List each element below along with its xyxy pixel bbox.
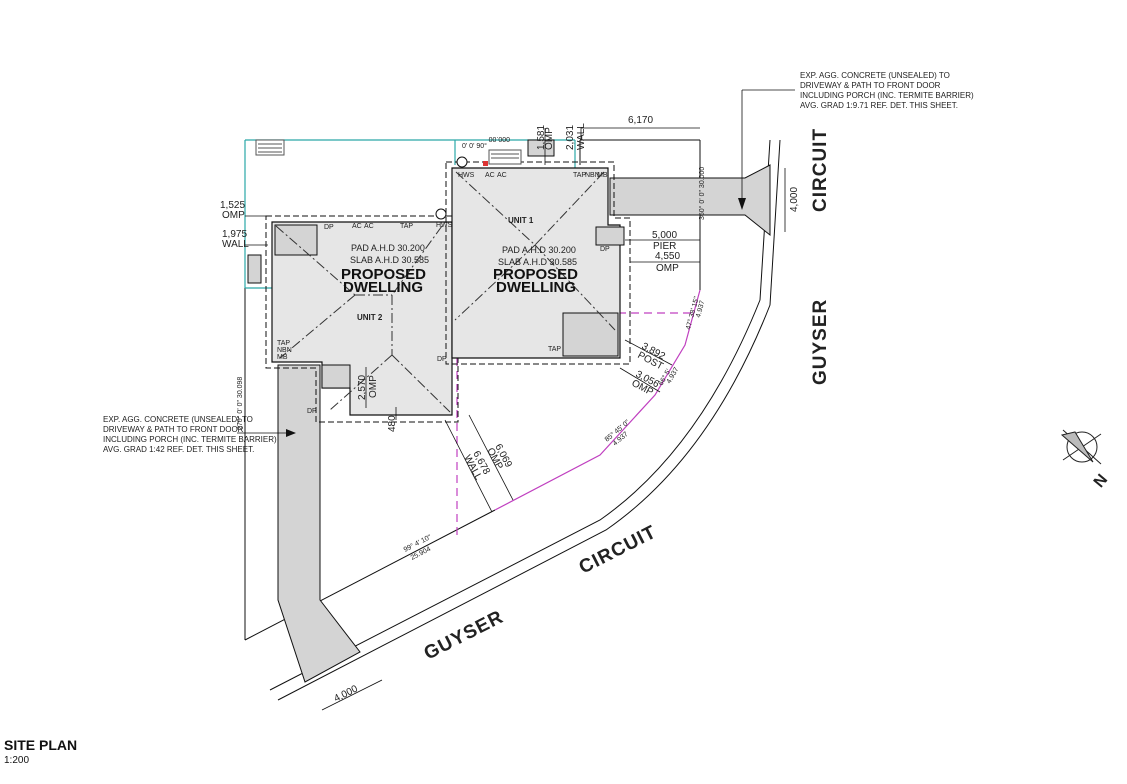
hws-label: HWS [458, 172, 475, 179]
dim-label: OMP [656, 263, 679, 274]
svg-text:SLAB A.H.D 30.585: SLAB A.H.D 30.585 [498, 257, 577, 267]
dim-label: OMP [544, 127, 555, 150]
setback-line [456, 289, 701, 540]
dim-label: OMP [222, 210, 245, 221]
bearing-right: 360° 0' 0" 30.000 [698, 167, 706, 220]
north-arrow-icon: N [1060, 429, 1111, 491]
svg-text:EXP. AGG. CONCRETE (UNSEALED): EXP. AGG. CONCRETE (UNSEALED) TO [103, 415, 253, 424]
street-name-guyser: GUYSER [421, 607, 507, 665]
svg-text:DWELLING: DWELLING [343, 279, 423, 296]
svg-text:DRIVEWAY & PATH TO FRONT DOOR: DRIVEWAY & PATH TO FRONT DOOR [103, 425, 244, 434]
drawing-title: SITE PLAN [4, 737, 78, 753]
unit-2-slab [265, 215, 459, 423]
tap-label: TAP [400, 223, 413, 230]
ac-marker-icon [483, 161, 488, 166]
svg-text:PROPOSED: PROPOSED [341, 266, 426, 283]
road-kerb [269, 139, 781, 701]
mb-label: MB [277, 354, 288, 361]
rainwater-tank [255, 139, 522, 165]
dim-pier-5000: 5,000 [652, 230, 677, 241]
unit-2-labels: UNIT 2 PAD A.H.D 30.200 SLAB A.H.D 30.58… [341, 243, 429, 322]
nbn-label: NBN [585, 172, 600, 179]
ac-label: AC [352, 223, 362, 230]
hws-label: HWS [436, 222, 453, 229]
svg-text:AVG. GRAD 1:42 REF. DET. THIS: AVG. GRAD 1:42 REF. DET. THIS SHEET. [103, 445, 254, 454]
bearing-left: 270° 0' 0" 30.098 [236, 377, 244, 430]
dim-driveway-4000: 4,000 [789, 187, 800, 212]
porch-step [247, 254, 262, 284]
dim-6170: 6,170 [628, 115, 653, 126]
svg-text:DRIVEWAY & PATH TO FRONT DOOR: DRIVEWAY & PATH TO FRONT DOOR [800, 81, 941, 90]
svg-text:UNIT 2: UNIT 2 [357, 313, 383, 322]
unit-1-labels: UNIT 1 PAD A.H.D 30.200 SLAB A.H.D 30.58… [493, 216, 578, 296]
street-name-circuit: CIRCUIT [810, 128, 831, 212]
drawing-scale: 1:200 [4, 755, 30, 766]
svg-text:AVG. GRAD 1:9.71 REF. DET. THI: AVG. GRAD 1:9.71 REF. DET. THIS SHEET. [800, 101, 958, 110]
dim-omp-2570: 2,570 [357, 375, 368, 400]
bearing-top-sub: 0' 0' 90° [462, 142, 487, 150]
unit-1-slab [445, 161, 631, 365]
dp-label: DP [324, 224, 334, 231]
north-label: N [1091, 471, 1111, 491]
dim-omp-1581: 1,581 [536, 125, 547, 150]
svg-text:PAD A.H.D 30.200: PAD A.H.D 30.200 [502, 245, 576, 255]
dim-label: OMP [368, 375, 379, 398]
dp-label: DP [307, 408, 317, 415]
dim-omp-4550: 4,550 [655, 251, 680, 262]
svg-text:INCLUDING PORCH (INC. TERMITE: INCLUDING PORCH (INC. TERMITE BARRIER) [103, 435, 277, 444]
leader-arrow-icon [286, 429, 296, 437]
bearing-arc-1-length: 4.937 [695, 300, 706, 319]
svg-text:PROPOSED: PROPOSED [493, 266, 578, 283]
dimension-lines [237, 89, 795, 711]
driveway-note-left: EXP. AGG. CONCRETE (UNSEALED) TO DRIVEWA… [103, 415, 277, 454]
ac-label: AC [497, 172, 507, 179]
svg-text:SLAB A.H.D 30.585: SLAB A.H.D 30.585 [350, 255, 429, 265]
driveway-unit-2 [277, 364, 361, 683]
hws-unit-2-icon [435, 208, 447, 220]
dim-label: WALL [222, 239, 249, 250]
street-name-circuit: CIRCUIT [576, 522, 660, 579]
dim-480: 480 [387, 415, 398, 432]
leader-arrow-icon [738, 198, 746, 210]
driveway-note-right: EXP. AGG. CONCRETE (UNSEALED) TO DRIVEWA… [800, 71, 974, 110]
dim-label: PIER [653, 241, 676, 252]
nbn-label: NBN [277, 347, 292, 354]
tap-label: TAP [277, 340, 290, 347]
street-name-guyser: GUYSER [810, 299, 831, 385]
dim-label: WALL [576, 123, 587, 150]
dp-label: DP [600, 246, 610, 253]
hws-unit-1-icon [456, 156, 468, 168]
svg-text:UNIT 1: UNIT 1 [508, 216, 534, 225]
svg-text:EXP. AGG. CONCRETE (UNSEALED): EXP. AGG. CONCRETE (UNSEALED) TO [800, 71, 950, 80]
tap-label: TAP [548, 346, 561, 353]
tap-label: TAP [573, 172, 586, 179]
svg-text:PAD A.H.D 30.200: PAD A.H.D 30.200 [351, 243, 425, 253]
driveway-unit-1 [609, 164, 771, 237]
dp-label: DP [437, 356, 447, 363]
dim-driveway-4000: 4,000 [332, 683, 360, 704]
ac-label: AC [364, 223, 374, 230]
mb-label: MB [597, 172, 608, 179]
dim-wall-1975: 1,975 [222, 229, 247, 240]
omp-box [527, 139, 555, 157]
teal-boundary [244, 139, 576, 289]
svg-text:INCLUDING PORCH (INC. TERMITE: INCLUDING PORCH (INC. TERMITE BARRIER) [800, 91, 974, 100]
dim-wall-2031: 2,031 [565, 125, 576, 150]
svg-text:DWELLING: DWELLING [496, 279, 576, 296]
dim-omp-1525: 1,525 [220, 200, 245, 211]
bearing-top: 000.00 [488, 135, 510, 142]
ac-label: AC [485, 172, 495, 179]
